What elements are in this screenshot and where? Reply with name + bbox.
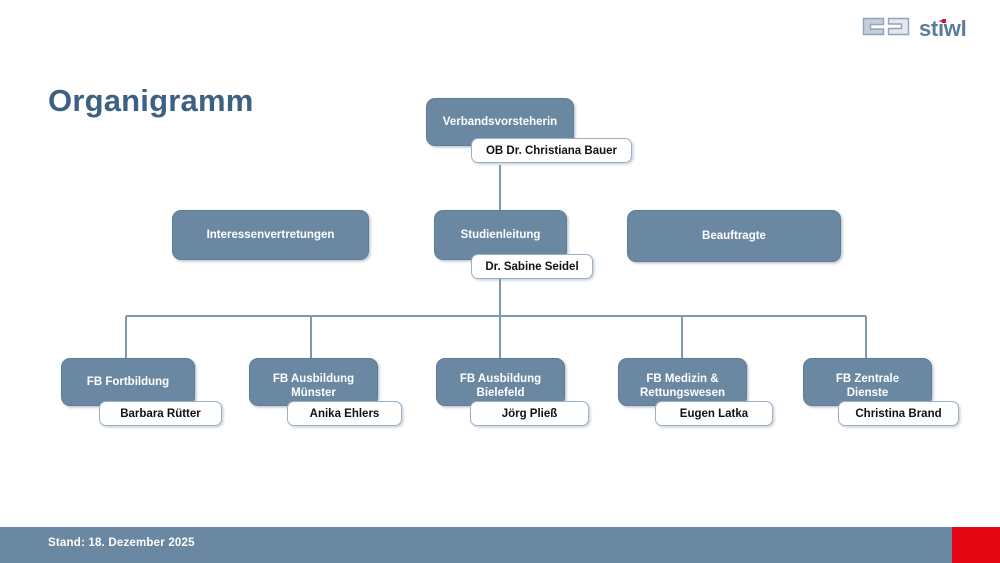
org-node-label-line1: FB Medizin &: [646, 373, 719, 385]
footer-red-accent-block: [952, 527, 1000, 563]
org-person-fb-ausbildung-muenster[interactable]: Anika Ehlers: [287, 401, 402, 426]
org-node-label-line1: FB Ausbildung: [459, 373, 542, 385]
page-title: Organigramm: [48, 82, 254, 118]
org-person-fb-zentrale-dienste[interactable]: Christina Brand: [838, 401, 959, 426]
org-node-fb-ausbildung-bielefeld[interactable]: FB Ausbildung Bielefeld: [436, 358, 565, 406]
org-node-label-line1: FB Zentrale: [835, 373, 900, 385]
org-person-studienleitung[interactable]: Dr. Sabine Seidel: [471, 254, 593, 279]
org-chart: Verbandsvorsteherin OB Dr. Christiana Ba…: [61, 98, 959, 426]
footer-bar: Stand: 18. Dezember 2025: [0, 527, 1000, 563]
org-node-fb-fortbildung[interactable]: FB Fortbildung: [61, 358, 195, 406]
org-node-label-line2: Münster: [291, 387, 336, 400]
org-node-beauftragte[interactable]: Beauftragte: [627, 210, 841, 262]
org-node-label-line2: Dienste: [846, 387, 889, 400]
org-node-label-line2: Bielefeld: [476, 387, 525, 400]
stiwl-bracket-mark-icon: [862, 16, 910, 41]
org-person-fb-ausbildung-bielefeld[interactable]: Jörg Pließ: [470, 401, 589, 426]
stiwl-logo: stiwl: [862, 15, 967, 41]
org-person-verbandsvorsteherin[interactable]: OB Dr. Christiana Bauer: [471, 138, 632, 163]
org-node-interessenvertretungen[interactable]: Interessenvertretungen: [172, 210, 369, 260]
org-node-fb-medizin-rettungswesen[interactable]: FB Medizin & Rettungswesen: [618, 358, 747, 406]
org-node-label-line1: FB Ausbildung: [272, 373, 355, 385]
org-node-fb-ausbildung-muenster[interactable]: FB Ausbildung Münster: [249, 358, 378, 406]
org-node-studienleitung[interactable]: Studienleitung: [434, 210, 567, 260]
org-node-fb-zentrale-dienste[interactable]: FB Zentrale Dienste: [803, 358, 932, 406]
org-node-label-line2: Rettungswesen: [640, 387, 725, 400]
org-person-fb-fortbildung[interactable]: Barbara Rütter: [99, 401, 222, 426]
org-person-fb-medizin-rettungswesen[interactable]: Eugen Latka: [655, 401, 773, 426]
stiwl-wordmark: stiwl: [919, 15, 967, 41]
footer-status-text: Stand: 18. Dezember 2025: [48, 537, 195, 549]
logo-text-label: stiwl: [919, 15, 967, 41]
logo-accent-dot-icon: [942, 18, 946, 23]
